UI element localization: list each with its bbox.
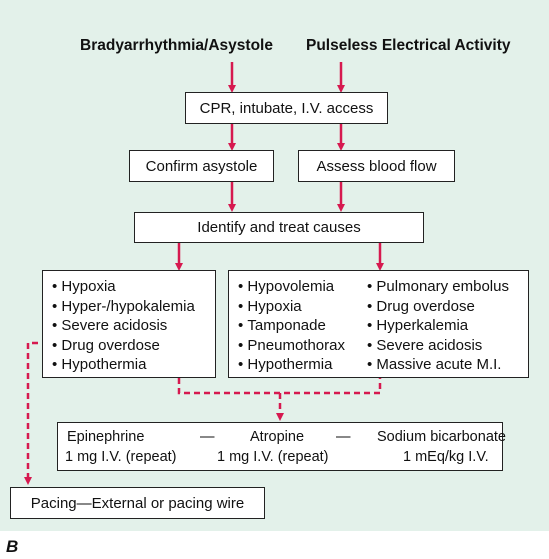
list-item: Massive acute M.I.	[367, 355, 509, 375]
list-item: Pulmonary embolus	[367, 277, 509, 297]
header-bradyarrhythmia: Bradyarrhythmia/Asystole	[80, 37, 273, 54]
list-item: Drug overdose	[367, 297, 509, 317]
figure-label: B	[6, 537, 19, 556]
separator-dash: —	[336, 429, 351, 445]
identify-causes-box: Identify and treat causes	[134, 212, 424, 243]
connector-arrows	[24, 62, 384, 485]
list-item: Hypoxia	[52, 277, 195, 297]
confirm-asystole-box: Confirm asystole	[129, 150, 274, 182]
list-item: Hyper-/hypokalemia	[52, 297, 194, 317]
list-item: Severe acidosis	[367, 336, 509, 356]
pacing-box: Pacing—External or pacing wire	[10, 487, 265, 519]
epinephrine-name: Epinephrine	[67, 429, 145, 445]
epinephrine-dose: 1 mg I.V. (repeat)	[65, 449, 177, 465]
list-item: Tamponade	[238, 316, 345, 336]
atropine-name: Atropine	[250, 429, 305, 445]
atropine-dose: 1 mg I.V. (repeat)	[217, 449, 329, 465]
list-item: Hypothermia	[238, 355, 345, 375]
left-causes-list: Hypoxia Hyper-/hypokalemia Severe acidos…	[52, 277, 195, 375]
right-causes-list-col2: Pulmonary embolus Drug overdose Hyperkal…	[367, 277, 509, 375]
assess-blood-flow-box: Assess blood flow	[298, 150, 455, 182]
cpr-box: CPR, intubate, I.V. access	[185, 92, 388, 124]
separator-dash: —	[200, 429, 215, 445]
list-item: Drug overdose	[52, 336, 195, 356]
list-item: Hypoxia	[238, 297, 345, 317]
list-item: Hypovolemia	[238, 277, 345, 297]
dashed-arrow-to-pacing	[24, 341, 48, 485]
drugs-box	[57, 422, 503, 471]
right-causes-list-col1: Hypovolemia Hypoxia Tamponade Pneumothor…	[238, 277, 345, 375]
sodium-bicarbonate-name: Sodium bicarbonate	[377, 429, 506, 445]
header-pea: Pulseless Electrical Activity	[306, 37, 511, 54]
sodium-bicarbonate-dose: 1 mEq/kg I.V.	[403, 449, 489, 465]
list-item: Severe acidosis	[52, 316, 195, 336]
list-item: Hypothermia	[52, 355, 195, 375]
dashed-left-list-merge	[177, 378, 382, 395]
list-item: Pneumothorax	[238, 336, 345, 356]
list-item: Hyperkalemia	[367, 316, 509, 336]
